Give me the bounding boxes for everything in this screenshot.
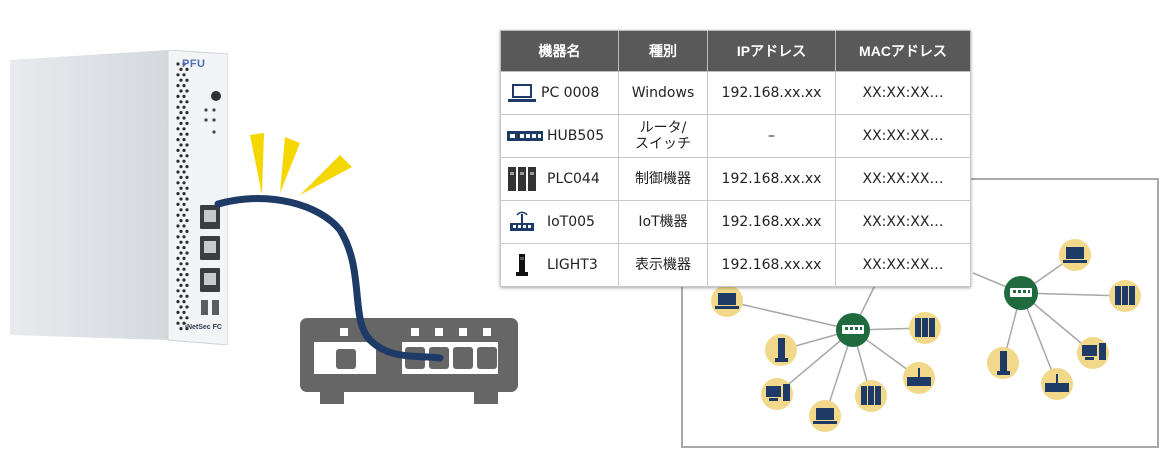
device-kind-cell: Windows xyxy=(618,71,708,115)
signal-light-icon xyxy=(516,254,528,276)
laptop-node-icon xyxy=(711,285,743,317)
mac-cell: XX:XX:XX… xyxy=(835,157,971,201)
mac-cell: XX:XX:XX… xyxy=(835,243,971,287)
column-header: 種別 xyxy=(618,30,708,72)
laptop-icon xyxy=(508,84,536,102)
ip-cell: 192.168.xx.xx xyxy=(707,157,836,201)
device-model-label: iNetSec FC xyxy=(185,324,222,331)
laptop-node-icon xyxy=(1059,239,1091,271)
network-topology-diagram xyxy=(711,239,1141,432)
table-row: LIGHT3 表示機器 192.168.xx.xx XX:XX:XX… xyxy=(500,243,971,287)
vent-holes xyxy=(176,62,189,331)
device-name-cell: PC 0008 xyxy=(500,71,619,115)
device-inventory-table: 機器名 種別 IPアドレス MACアドレス PC 0008 Windows 19… xyxy=(500,30,971,287)
device-name-cell: PLC044 xyxy=(500,157,619,201)
device-name-cell: LIGHT3 xyxy=(500,243,619,287)
device-name-cell: IoT005 xyxy=(500,200,619,244)
plc-node-icon xyxy=(855,380,887,412)
device-kind-cell: ルータ/ スイッチ xyxy=(618,114,708,158)
ip-cell: 192.168.xx.xx xyxy=(707,200,836,244)
column-header: IPアドレス xyxy=(707,30,836,72)
mac-cell: XX:XX:XX… xyxy=(835,71,971,115)
device-kind-cell: 制御機器 xyxy=(618,157,708,201)
alert-burst-icon xyxy=(250,133,352,195)
signal-light-node-icon xyxy=(987,347,1019,379)
desktop-pc-node-icon xyxy=(761,378,793,410)
column-header: MACアドレス xyxy=(835,30,971,72)
lan-ports xyxy=(200,205,220,292)
network-hub-node xyxy=(1004,276,1038,310)
plc-node-icon xyxy=(909,312,941,344)
device-name-cell: HUB505 xyxy=(500,114,619,158)
table-row: PC 0008 Windows 192.168.xx.xx XX:XX:XX… xyxy=(500,71,971,115)
iot-router-node-icon xyxy=(903,362,935,394)
iot-router-icon xyxy=(510,211,534,231)
device-brand-logo: PFU xyxy=(182,58,206,70)
table-header-row: 機器名 種別 IPアドレス MACアドレス xyxy=(500,30,971,72)
table-row: HUB505 ルータ/ スイッチ – XX:XX:XX… xyxy=(500,114,971,158)
signal-light-node-icon xyxy=(765,334,797,366)
column-header: 機器名 xyxy=(500,30,619,72)
plc-node-icon xyxy=(1109,280,1141,312)
plc-icon xyxy=(508,167,536,191)
laptop-node-icon xyxy=(809,400,841,432)
device-kind-cell: 表示機器 xyxy=(618,243,708,287)
ip-cell: 192.168.xx.xx xyxy=(707,71,836,115)
lan-cable xyxy=(214,195,444,362)
iot-router-node-icon xyxy=(1041,368,1073,400)
ip-cell: – xyxy=(707,114,836,158)
desktop-pc-node-icon xyxy=(1077,337,1109,369)
mac-cell: XX:XX:XX… xyxy=(835,114,971,158)
device-kind-cell: IoT機器 xyxy=(618,200,708,244)
ip-cell: 192.168.xx.xx xyxy=(707,243,836,287)
network-hub-node xyxy=(836,313,870,347)
inetsec-appliance xyxy=(10,50,228,345)
table-row: PLC044 制御機器 192.168.xx.xx XX:XX:XX… xyxy=(500,157,971,201)
hub-icon xyxy=(507,131,543,141)
mac-cell: XX:XX:XX… xyxy=(835,200,971,244)
table-row: IoT005 IoT機器 192.168.xx.xx XX:XX:XX… xyxy=(500,200,971,244)
